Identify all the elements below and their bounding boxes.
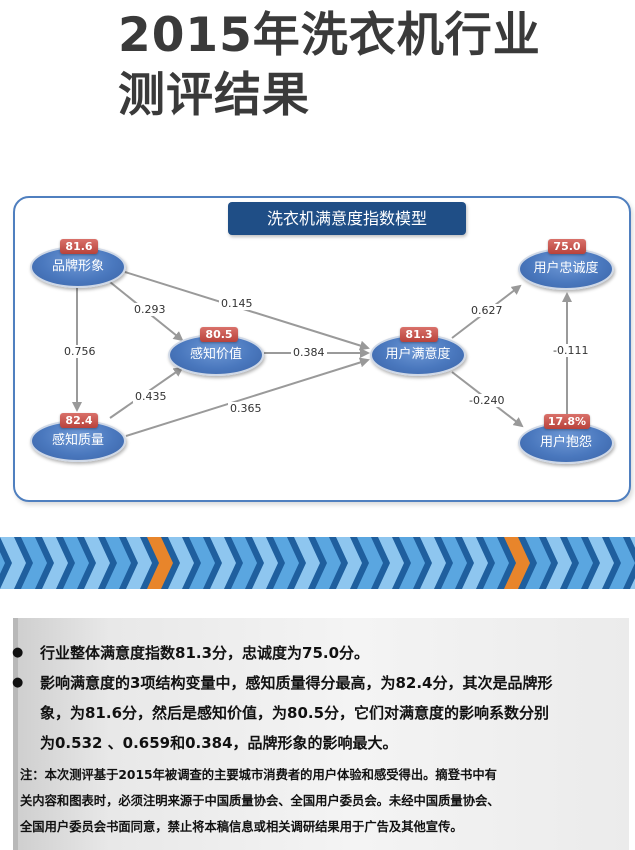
score-badge-perceived-quality: 82.4: [60, 413, 98, 428]
chevron-stripe: [231, 537, 257, 589]
score-badge-brand-image: 81.6: [60, 239, 98, 254]
footnote-line3: 全国用户委员会书面同意，禁止将本稿信息或相关调研结果用于广告及其他宣传。: [20, 820, 463, 834]
edge-label-brand-quality: 0.756: [62, 345, 98, 358]
bullet-dot-icon: ●: [12, 645, 24, 660]
chevron-stripe: [0, 552, 5, 574]
chevron-stripe: [462, 537, 488, 589]
chevron-stripe: [420, 537, 446, 589]
score-badge-perceived-value: 80.5: [200, 327, 238, 342]
chevron-stripe: [315, 537, 341, 589]
summary-panel: [13, 618, 629, 850]
footnote-line2: 关内容和图表时，必须注明来源于中国质量协会、全国用户委员会。未经中国质量协会、: [20, 794, 500, 808]
chevron-stripe: [273, 537, 299, 589]
footnote-line1: 注：本次测评基于2015年被调查的主要城市消费者的用户体验和感受得出。摘登书中有: [20, 768, 497, 782]
chevron-stripe: [189, 537, 215, 589]
arrow-brand-satisfaction: [124, 271, 370, 351]
chevron-stripe: [0, 537, 26, 589]
chevron-band: [0, 537, 635, 589]
edge-label-brand-satisfaction: 0.145: [219, 297, 255, 310]
chevron-stripe: [21, 537, 47, 589]
page-title: 2015年洗衣机行业 测评结果: [118, 6, 618, 126]
arrow-quality-satisfaction: [125, 357, 370, 437]
chevron-accent: [147, 537, 173, 589]
edge-label-brand-value: 0.293: [132, 303, 168, 316]
edge-label-satisfaction-loyalty: 0.627: [469, 304, 505, 317]
chevron-stripe: [105, 537, 131, 589]
edge-label-value-satisfaction: 0.384: [291, 346, 327, 359]
summary-bullet-2-line1: 影响满意度的3项结构变量中，感知质量得分最高，为82.4分，其次是品牌形: [40, 674, 553, 692]
chevron-stripe: [294, 537, 320, 589]
score-badge-user-satisfaction: 81.3: [400, 327, 438, 342]
page-title-line1: 2015年洗衣机行业: [118, 8, 541, 63]
chevron-stripe: [252, 537, 278, 589]
chevron-stripe: [483, 537, 509, 589]
chevron-stripe: [441, 537, 467, 589]
node-user-satisfaction: 用户满意度: [370, 334, 466, 376]
score-badge-user-loyalty: 75.0: [548, 239, 586, 254]
summary-bullet-1-text: 行业整体满意度指数81.3分，忠诚度为75.0分。: [40, 644, 370, 662]
chevron-stripe: [168, 537, 194, 589]
chevron-accent: [504, 537, 530, 589]
edge-label-satisfaction-complaint: -0.240: [467, 394, 507, 407]
chevron-stripe: [525, 537, 551, 589]
edge-label-quality-satisfaction: 0.365: [228, 402, 264, 415]
summary-bullet-2-line2: 象，为81.6分，然后是感知价值，为80.5分，它们对满意度的影响系数分别: [40, 704, 550, 722]
page-title-line2: 测评结果: [118, 68, 310, 123]
footnote: 注：本次测评基于2015年被调查的主要城市消费者的用户体验和感受得出。摘登书中有…: [20, 762, 620, 840]
chevron-stripe: [357, 537, 383, 589]
chevron-stripe: [63, 537, 89, 589]
score-badge-user-complaint: 17.8%: [544, 414, 590, 429]
chevron-stripe: [567, 537, 593, 589]
edge-label-complaint-loyalty: -0.111: [551, 344, 591, 357]
chevron-stripe: [210, 537, 236, 589]
chevron-stripe: [399, 537, 425, 589]
edge-label-quality-value: 0.435: [133, 390, 169, 403]
chevron-stripe: [588, 537, 614, 589]
chevron-stripe: [42, 537, 68, 589]
summary-bullet-2: ● 影响满意度的3项结构变量中，感知质量得分最高，为82.4分，其次是品牌形 象…: [12, 668, 615, 758]
chevron-stripe: [378, 537, 404, 589]
node-user-loyalty: 用户忠诚度: [518, 248, 614, 290]
summary-bullet-1: ● 行业整体满意度指数81.3分，忠诚度为75.0分。: [12, 638, 615, 668]
chevron-stripe: [336, 537, 362, 589]
node-user-complaint: 用户抱怨: [518, 422, 614, 464]
diagram-heading: 洗衣机满意度指数模型: [228, 202, 466, 235]
chevron-stripe: [609, 537, 635, 589]
chevron-stripe: [126, 537, 152, 589]
bullet-dot-icon: ●: [12, 675, 24, 690]
summary-bullet-2-line3: 为0.532 、0.659和0.384，品牌形象的影响最大。: [40, 734, 398, 752]
chevron-stripe: [546, 537, 572, 589]
chevron-stripe: [84, 537, 110, 589]
